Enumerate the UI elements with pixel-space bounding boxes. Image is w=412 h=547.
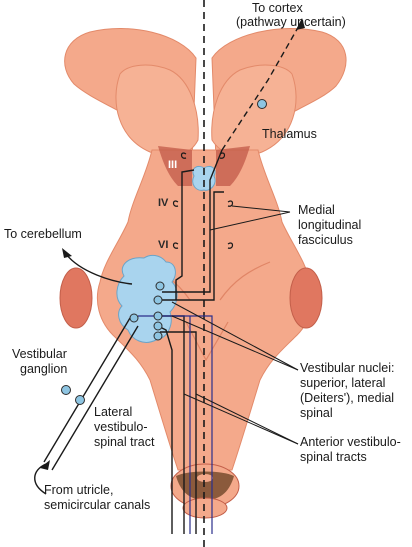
nucleus-neuron-5 [153,321,163,331]
nucleus-neuron-2 [153,295,163,305]
medulla-ridge [185,321,229,362]
pons-ridge-right [219,261,271,301]
utricle-arrowhead [40,460,50,470]
label-from-utricle-2: semicircular canals [44,498,150,512]
cortex-pathway-dashed [221,23,301,151]
label-nuclei-2: superior, lateral [300,376,385,390]
synapse-brackets [172,152,234,249]
cerebellum-arrowhead [62,248,72,258]
mlf-right [162,149,223,293]
third-ventricle-shadow [158,146,192,186]
label-nuclei-1: Vestibular nuclei: [300,361,395,375]
pathways [34,23,301,534]
label-nuclei-4: spinal [300,406,333,420]
label-to-cerebellum: To cerebellum [4,227,82,241]
leader-lines [171,205,299,445]
label-to-cortex-2: (pathway uncertain) [236,15,346,29]
label-lateral-tract-1: Lateral [94,405,132,419]
right-cerebellar-peduncle [289,267,323,329]
anterior-tract-2 [160,331,197,534]
label-lateral-tract-3: spinal tract [94,435,155,449]
nucleus-neuron-3 [129,313,139,323]
nerve-label-IV: IV [158,197,169,209]
right-thalamus [211,64,297,157]
ganglion-neuron-2 [75,395,85,405]
label-anterior-tract-1: Anterior vestibulo- [300,435,401,449]
label-lateral-tract-2: vestibulo- [94,420,148,434]
nucleus-neuron-6 [153,331,163,341]
label-mlf-1: Medial [298,203,335,217]
nucleus-neuron-4 [153,311,163,321]
nerve-label-III: III [168,159,177,171]
nerve-label-VI: VI [158,239,168,251]
label-from-utricle-1: From utricle, [44,483,113,497]
mlf-right-2 [158,191,224,301]
mlf-left [175,169,195,300]
neuron-cells [61,99,267,405]
left-cerebellar-peduncle [59,267,93,329]
label-nuclei-3: (Deiters'), medial [300,391,394,405]
ganglion-fiber-2 [51,325,139,471]
label-mlf-3: fasciculus [298,233,353,247]
label-thalamus: Thalamus [262,127,317,141]
brainstem-body [96,149,314,471]
to-cerebellum-pathway [65,253,133,285]
cortex-arrowhead [296,18,305,30]
label-mlf-2: longitudinal [298,218,361,232]
crossing-blue-pathway [138,315,213,534]
label-vestibular-ganglion-1: Vestibular [12,347,67,361]
thalamic-neuron [257,99,267,109]
label-anterior-tract-2: spinal tracts [300,450,367,464]
label-to-cortex-1: To cortex [252,1,303,15]
nucleus-neuron-1 [155,281,165,291]
spinal-cord-section [170,463,240,519]
ganglion-neuron-1 [61,385,71,395]
left-thalamus [115,64,199,157]
ganglion-fiber-1 [43,317,131,463]
label-vestibular-ganglion-2: ganglion [20,362,67,376]
